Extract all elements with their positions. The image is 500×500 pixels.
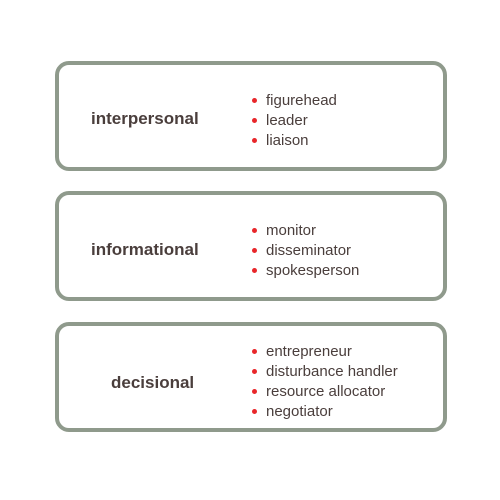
role-list: monitor disseminator spokesperson [252, 221, 359, 281]
list-item: figurehead [252, 91, 337, 111]
list-item-label: spokesperson [266, 262, 360, 279]
list-item: monitor [252, 221, 359, 241]
role-card-informational: informational monitor disseminator spoke… [55, 191, 447, 301]
list-item: spokesperson [252, 261, 359, 281]
list-item: negotiator [252, 402, 398, 422]
list-item: liaison [252, 131, 337, 151]
list-item: disturbance handler [252, 362, 398, 382]
bullet-icon [252, 248, 257, 253]
bullet-icon [252, 98, 257, 103]
list-item: entrepreneur [252, 342, 398, 362]
list-item-label: entrepreneur [266, 343, 352, 360]
bullet-icon [252, 228, 257, 233]
list-item: resource allocator [252, 382, 398, 402]
list-item-label: figurehead [266, 92, 337, 109]
role-list: entrepreneur disturbance handler resourc… [252, 342, 398, 422]
role-title: interpersonal [91, 109, 199, 128]
bullet-icon [252, 349, 257, 354]
list-item-label: negotiator [266, 403, 333, 420]
list-item-label: leader [266, 112, 308, 129]
bullet-icon [252, 369, 257, 374]
bullet-icon [252, 409, 257, 414]
role-card-decisional: decisional entrepreneur disturbance hand… [55, 322, 447, 432]
role-title: informational [91, 240, 199, 259]
bullet-icon [252, 118, 257, 123]
bullet-icon [252, 268, 257, 273]
list-item-label: monitor [266, 222, 317, 239]
list-item-label: disseminator [266, 242, 352, 259]
role-title: decisional [111, 373, 195, 392]
role-card-interpersonal: interpersonal figurehead leader liaison [55, 61, 447, 171]
role-list: figurehead leader liaison [252, 91, 337, 151]
list-item: disseminator [252, 241, 359, 261]
list-item-label: resource allocator [266, 383, 386, 400]
list-item-label: disturbance handler [266, 363, 398, 380]
bullet-icon [252, 389, 257, 394]
bullet-icon [252, 138, 257, 143]
list-item-label: liaison [266, 132, 309, 149]
list-item: leader [252, 111, 337, 131]
